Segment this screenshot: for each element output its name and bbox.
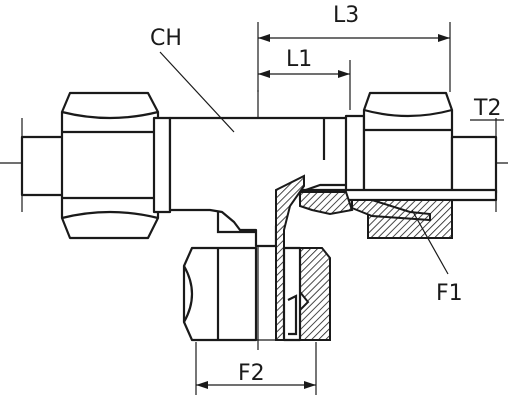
dimension-l3: L3 <box>257 3 451 92</box>
right-collar <box>344 114 366 194</box>
dimension-t2: T2 <box>470 96 504 121</box>
label-f2: F2 <box>238 361 265 386</box>
left-tube <box>20 118 68 212</box>
label-l3: L3 <box>333 3 359 28</box>
leader-f1: F1 <box>411 209 463 306</box>
dimension-f2: F2 <box>195 342 317 395</box>
label-t2: T2 <box>473 96 501 121</box>
dimension-l1: L1 <box>258 47 351 110</box>
right-hex-nut <box>362 91 454 194</box>
label-ch: CH <box>150 26 182 51</box>
label-l1: L1 <box>286 47 312 72</box>
tee-body <box>168 116 350 248</box>
label-f1: F1 <box>436 281 463 306</box>
left-collar <box>152 116 172 214</box>
bottom-hex-nut <box>182 246 258 342</box>
leader-ch: CH <box>150 26 235 133</box>
right-section-view <box>298 188 498 239</box>
bottom-section-view <box>256 174 331 342</box>
left-hex-nut <box>60 91 160 240</box>
